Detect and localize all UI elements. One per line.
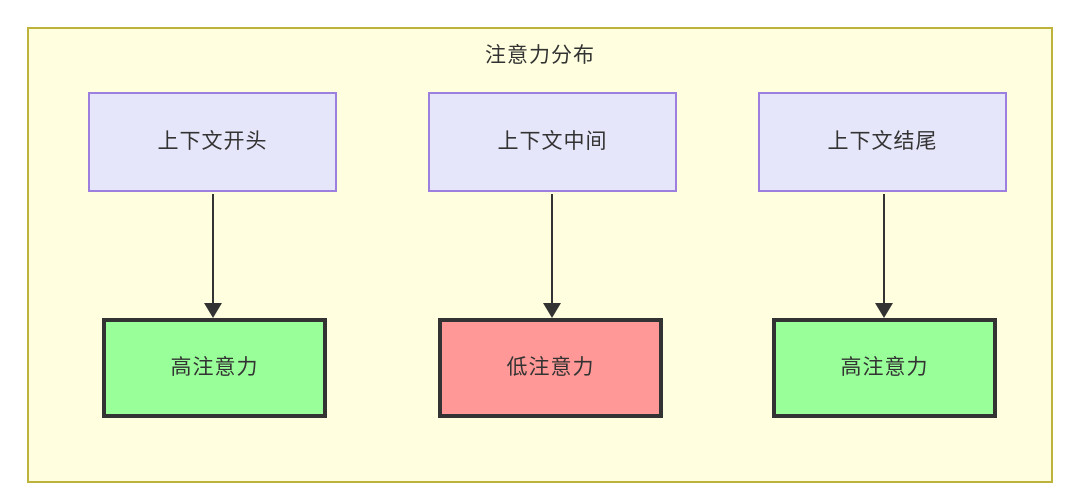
node-context-start-label: 上下文开头 <box>157 130 268 154</box>
node-attention-end-label: 高注意力 <box>840 356 929 380</box>
node-context-end[interactable]: 上下文结尾 <box>758 92 1007 192</box>
node-attention-middle-label: 低注意力 <box>506 356 595 380</box>
node-context-end-label: 上下文结尾 <box>827 130 938 154</box>
arrow-context-middle-to-attention <box>551 194 553 304</box>
node-attention-start[interactable]: 高注意力 <box>102 318 327 418</box>
diagram-title: 注意力分布 <box>485 44 595 67</box>
arrow-context-end-to-attention <box>883 194 885 304</box>
arrow-context-start-to-attention <box>212 194 214 304</box>
node-context-middle-label: 上下文中间 <box>497 130 608 154</box>
node-attention-middle[interactable]: 低注意力 <box>438 318 663 418</box>
node-attention-start-label: 高注意力 <box>170 356 259 380</box>
node-context-middle[interactable]: 上下文中间 <box>428 92 677 192</box>
node-attention-end[interactable]: 高注意力 <box>772 318 997 418</box>
node-context-start[interactable]: 上下文开头 <box>88 92 337 192</box>
